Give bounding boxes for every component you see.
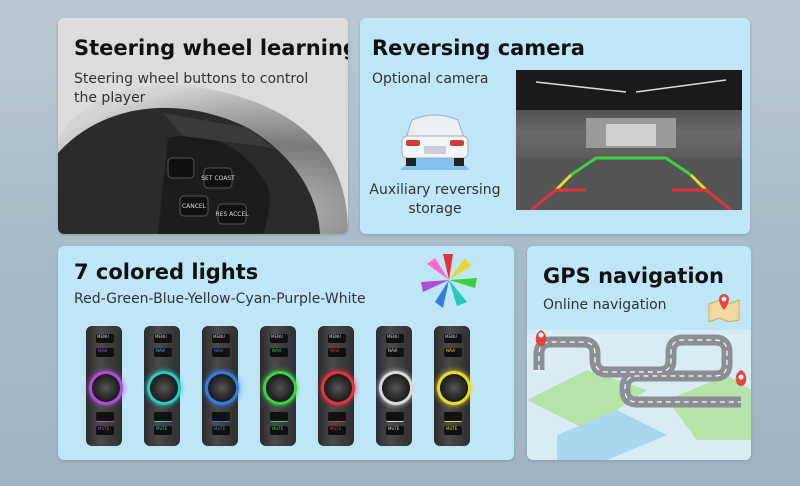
- knob-panel-body: MENU NAVI MUTE: [318, 326, 354, 446]
- menu-label: MENU: [329, 334, 341, 339]
- navi-button: NAVI: [154, 348, 172, 357]
- call-button: [154, 412, 172, 422]
- gps-title: GPS navigation: [543, 264, 724, 288]
- mute-button: MUTE: [386, 426, 404, 435]
- call-button: [328, 412, 346, 422]
- set-coast-label: SET COAST: [201, 175, 235, 182]
- parking-camera-view: [516, 70, 742, 210]
- mute-button: MUTE: [212, 426, 230, 435]
- mute-label: MUTE: [330, 426, 342, 431]
- cancel-label: CANCEL: [182, 203, 207, 210]
- lights-subtitle: Red-Green-Blue-Yellow-Cyan-Purple-White: [74, 291, 366, 307]
- menu-button: MENU: [96, 334, 114, 343]
- aux-reversing-label: Auxiliary reversing storage: [369, 182, 501, 217]
- navi-label: NAVI: [330, 348, 340, 353]
- knob-panel: MENU NAVI MUTE: [432, 326, 476, 446]
- menu-button: MENU: [270, 334, 288, 343]
- menu-button: MENU: [212, 334, 230, 343]
- camera-title: Reversing camera: [372, 36, 585, 60]
- reversing-camera-card: Reversing camera Optional camera Auxilia…: [360, 18, 750, 234]
- navi-button: NAVI: [386, 348, 404, 357]
- knob-panel: MENU NAVI MUTE: [374, 326, 418, 446]
- steering-title: Steering wheel learning: [74, 36, 348, 60]
- knob-panel-body: MENU NAVI MUTE: [86, 326, 122, 446]
- map-illustration: [527, 330, 751, 460]
- menu-label: MENU: [271, 334, 283, 339]
- car-rear-icon: [400, 114, 470, 170]
- navi-label: NAVI: [156, 348, 166, 353]
- navi-button: NAVI: [212, 348, 230, 357]
- navi-button: NAVI: [96, 348, 114, 357]
- knob-panel: MENU NAVI MUTE: [142, 326, 186, 446]
- knob-panel-body: MENU NAVI MUTE: [434, 326, 470, 446]
- menu-button: MENU: [154, 334, 172, 343]
- knob-dial: [266, 374, 294, 402]
- knob-panel: MENU NAVI MUTE: [258, 326, 302, 446]
- navi-label: NAVI: [388, 348, 398, 353]
- mute-label: MUTE: [388, 426, 400, 431]
- call-button: [96, 412, 114, 422]
- call-button: [386, 412, 404, 422]
- knob-dial: [208, 374, 236, 402]
- mute-button: MUTE: [270, 426, 288, 435]
- mute-button: MUTE: [154, 426, 172, 435]
- lights-title: 7 colored lights: [74, 260, 259, 284]
- menu-button: MENU: [386, 334, 404, 343]
- mute-button: MUTE: [96, 426, 114, 435]
- mute-label: MUTE: [156, 426, 168, 431]
- mute-button: MUTE: [444, 426, 462, 435]
- navi-button: NAVI: [328, 348, 346, 357]
- knob-panel: MENU NAVI MUTE: [200, 326, 244, 446]
- mute-label: MUTE: [98, 426, 110, 431]
- knob-dial: [324, 374, 352, 402]
- menu-label: MENU: [97, 334, 109, 339]
- mute-label: MUTE: [214, 426, 226, 431]
- navi-button: NAVI: [444, 348, 462, 357]
- menu-label: MENU: [387, 334, 399, 339]
- navi-label: NAVI: [214, 348, 224, 353]
- menu-label: MENU: [213, 334, 225, 339]
- knob-dial: [92, 374, 120, 402]
- knob-dial: [382, 374, 410, 402]
- knob-panel-body: MENU NAVI MUTE: [144, 326, 180, 446]
- steering-subtitle: Steering wheel buttons to control the pl…: [74, 71, 309, 106]
- menu-button: MENU: [444, 334, 462, 343]
- call-button: [444, 412, 462, 422]
- gps-navigation-card: GPS navigation Online navigation: [527, 246, 751, 460]
- res-accel-label: RES ACCEL: [215, 211, 249, 218]
- knob-panel: MENU NAVI MUTE: [84, 326, 128, 446]
- mute-button: MUTE: [328, 426, 346, 435]
- knob-panel-body: MENU NAVI MUTE: [376, 326, 412, 446]
- menu-label: MENU: [155, 334, 167, 339]
- folded-map-pin-icon: [708, 294, 740, 322]
- colored-lights-card: 7 colored lights Red-Green-Blue-Yellow-C…: [58, 246, 514, 460]
- navi-label: NAVI: [446, 348, 456, 353]
- navi-label: NAVI: [272, 348, 282, 353]
- steering-wheel-card: SET COAST CANCEL RES ACCEL Steering whee…: [58, 18, 348, 234]
- mute-label: MUTE: [272, 426, 284, 431]
- gps-subtitle: Online navigation: [543, 297, 667, 313]
- mute-label: MUTE: [446, 426, 458, 431]
- menu-button: MENU: [328, 334, 346, 343]
- menu-label: MENU: [445, 334, 457, 339]
- navi-label: NAVI: [98, 348, 108, 353]
- knob-dial: [150, 374, 178, 402]
- navi-button: NAVI: [270, 348, 288, 357]
- knob-panel: MENU NAVI MUTE: [316, 326, 360, 446]
- call-button: [212, 412, 230, 422]
- knob-dial: [440, 374, 468, 402]
- knob-panel-body: MENU NAVI MUTE: [260, 326, 296, 446]
- camera-subtitle: Optional camera: [372, 71, 489, 87]
- steering-wheel-image: SET COAST CANCEL RES ACCEL: [58, 18, 348, 234]
- call-button: [270, 412, 288, 422]
- knob-panel-body: MENU NAVI MUTE: [202, 326, 238, 446]
- color-burst-icon: [421, 254, 477, 308]
